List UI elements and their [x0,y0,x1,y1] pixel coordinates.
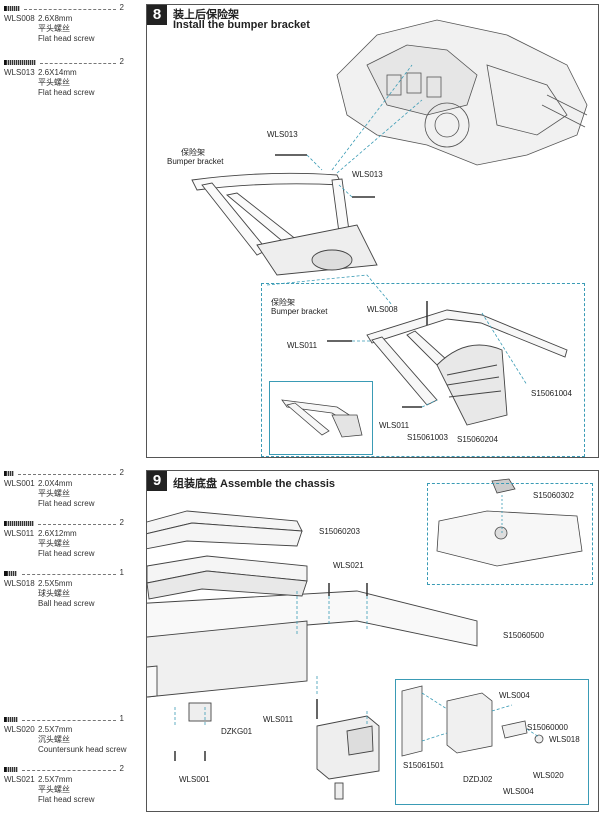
label-dzkg01: DZKG01 [221,727,253,736]
part-size: 2.6X14mm [38,68,77,77]
step-title-en: Install the bumper bracket [173,19,310,31]
sub-detail-box [269,381,373,455]
label-inset-bumper-cn: 保险架 [271,298,295,307]
detail-inset-box [261,283,585,457]
label-s15060203: S15060203 [319,527,360,536]
part-name-cn: 平头螺丝 [38,539,70,548]
label-wls013-a: WLS013 [267,130,298,139]
part-name-en: Flat head screw [38,795,95,804]
inset-top-right-box [427,483,593,585]
label-s15060500: S15060500 [503,631,544,640]
part-name-en: Flat head screw [38,34,95,43]
label-wls018: WLS018 [549,735,580,744]
sub-inset-drawing [281,399,363,438]
label-wls004-b: WLS004 [503,787,534,796]
inset-servo-mount-drawing [401,685,544,757]
tray-drawing [147,510,308,600]
part-code: WLS020 [4,725,35,734]
inset-bottom-right-box [395,679,589,805]
label-s15061003: S15061003 [407,433,448,442]
inset-screws [327,301,428,408]
step9-screws [174,583,368,761]
step9-illustration [147,478,583,800]
inset-chassis-drawing [436,478,583,567]
label-wls008: WLS008 [367,305,398,314]
servo-drawing [316,715,380,800]
part-qty: 1 [119,714,124,723]
step-number: 9 [147,471,167,491]
screw-icon [4,60,36,65]
part-size: 2.5X7mm [38,775,73,784]
screw-icon [4,767,18,772]
part-code: WLS011 [4,529,35,538]
part-code: WLS008 [4,14,35,23]
part-name-cn: 平头螺丝 [38,24,70,33]
part-qty: 2 [119,764,124,773]
part-name-en: Flat head screw [38,88,95,97]
label-wls011-b: WLS011 [379,421,410,430]
part-name-en: Flat head screw [38,549,95,558]
label-s15061004: S15061004 [531,389,572,398]
screw-icon [4,6,20,11]
label-s15061501: S15061501 [403,761,444,770]
part-name-cn: 沉头螺丝 [38,735,70,744]
part-size: 2.5X5mm [38,579,73,588]
part-code: WLS021 [4,775,35,784]
part-code: WLS013 [4,68,35,77]
label-wls011: WLS011 [263,715,294,724]
screw-icon [4,717,18,722]
label-inset-bumper-en: Bumper bracket [271,307,328,316]
step8-illustration [191,19,588,438]
gearbox-drawing [336,19,588,166]
screw-icon [4,521,34,526]
screw-drawings [275,154,375,198]
step-title-cn: 装上后保险架 [173,9,239,21]
step-number: 8 [147,5,167,25]
label-s15060302: S15060302 [533,491,574,500]
label-bumper-cn: 保险架 [181,148,205,157]
part-size: 2.6X12mm [38,529,77,538]
chassis-plate-drawing [147,590,478,698]
label-wls020: WLS020 [533,771,564,780]
bumper-bracket-drawing [191,172,378,276]
label-s15060204: S15060204 [457,435,498,444]
label-wls011-a: WLS011 [287,341,318,350]
part-name-en: Flat head screw [38,499,95,508]
part-name-cn: 平头螺丝 [38,78,70,87]
inset-bracket-drawing [366,309,568,426]
label-bumper-en: Bumper bracket [167,157,224,166]
part-code: WLS001 [4,479,35,488]
part-code: WLS018 [4,579,35,588]
step-title: 组装底盘 Assemble the chassis [173,478,336,490]
part-size: 2.0X4mm [38,479,73,488]
part-qty: 2 [119,468,124,477]
screw-icon [4,471,14,476]
part-qty: 2 [119,3,124,12]
part-name-en: Countersunk head screw [38,745,127,754]
label-wls021: WLS021 [333,561,364,570]
part-size: 2.6X8mm [38,14,73,23]
label-wls001: WLS001 [179,775,210,784]
step9-panel: 9 组装底盘 Assemble the chassis [146,470,599,812]
leader-lines [266,64,423,306]
switch-drawing [188,702,212,722]
part-name-cn: 球头螺丝 [38,589,70,598]
part-name-cn: 平头螺丝 [38,785,70,794]
ball-screw-icon [4,571,17,576]
label-dzdj02: DZDJ02 [463,775,493,784]
part-name-cn: 平头螺丝 [38,489,70,498]
part-qty: 2 [119,57,124,66]
label-wls013-b: WLS013 [352,170,383,179]
part-size: 2.5X7mm [38,725,73,734]
step8-panel: 8 装上后保险架 Install the bumper bracket [146,4,599,458]
label-wls004-a: WLS004 [499,691,530,700]
part-name-en: Ball head screw [38,599,95,608]
step9-leaders [174,591,368,726]
part-qty: 1 [119,568,124,577]
part-qty: 2 [119,518,124,527]
label-s15060000: S15060000 [527,723,568,732]
